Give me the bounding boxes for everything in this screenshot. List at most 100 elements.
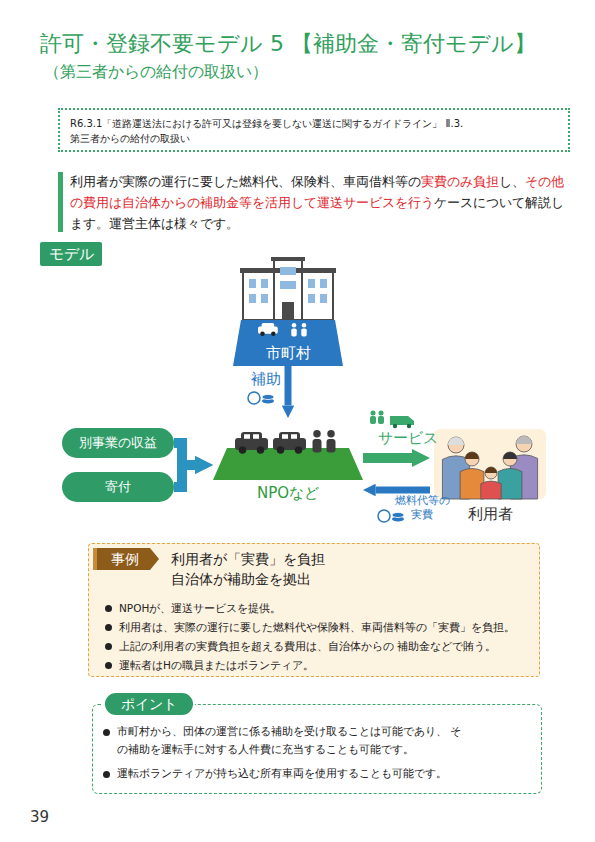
window [280, 281, 296, 289]
node-text: 利用者が「実費」を負担 [171, 549, 511, 569]
income-box: 別事業の収益 [62, 428, 174, 458]
coin-stack [392, 513, 404, 518]
car-wheel [257, 446, 265, 454]
intro-paragraph: 利用者が実際の運行に要した燃料代、保険料、車両借料等の実費のみ負担し、その他の費… [70, 171, 568, 234]
edge-label: 燃料代等の 実費 [392, 494, 452, 522]
flow-arrow [174, 443, 195, 465]
intro-text: し、 [499, 174, 525, 189]
car-cabin [279, 432, 300, 441]
family-body [498, 468, 522, 499]
window [308, 294, 315, 303]
flow-arrow [174, 465, 195, 487]
intro-text: 利用者が実際の運行に要した燃料代、保険料、車両借料等の [70, 174, 421, 189]
person-icon [291, 323, 296, 337]
bullet-dot [105, 662, 112, 669]
person-body [291, 328, 296, 336]
tab-stripe [93, 548, 97, 570]
section-tab: モデル [40, 242, 102, 266]
flow-arrow [376, 487, 430, 494]
person-body [378, 416, 384, 424]
window [249, 279, 256, 288]
bullet-dot [103, 729, 110, 736]
coin-icon [248, 392, 274, 404]
node-text: 上記の利用者の実費負担を超える費用は、自治体からの 補助金などで賄う。 [119, 638, 534, 654]
window [320, 279, 327, 288]
edge-label: 補助 [246, 369, 286, 389]
person-head [313, 430, 321, 438]
edge-label: サービス [368, 428, 448, 448]
person-icon [313, 430, 322, 453]
point-tab: ポイント [103, 691, 195, 717]
car-wheel [277, 446, 285, 454]
band-shape [233, 320, 343, 366]
example-tab: 事例 [93, 548, 159, 570]
family-body [460, 468, 484, 499]
car-wheel [271, 332, 276, 337]
car-cabin [241, 432, 262, 441]
coin-stack [262, 395, 274, 400]
node-text: モデル [40, 244, 102, 264]
family-hair [485, 467, 497, 473]
van-wheel [407, 424, 411, 428]
door [282, 302, 294, 320]
car-wheel [239, 446, 247, 454]
intro-bar [58, 172, 63, 232]
car-wheel [295, 446, 303, 454]
bullet-dot [105, 605, 112, 612]
node-text: 利用者は、実際の運行に要した燃料代や保険料、車両借料等の「実費」を負担。 [119, 619, 534, 635]
node-text: 自治体が補助金を拠出 [171, 569, 511, 589]
person-head [292, 323, 297, 328]
window [261, 294, 268, 303]
reference-box: R6.3.1「道路運送法における許可又は登録を要しない運送に関するガイドライン」… [58, 108, 570, 152]
intro-text: 実費のみ負担 [421, 174, 499, 189]
operator-band: NPOなど [213, 418, 363, 506]
family-head [516, 436, 532, 452]
car-window [282, 434, 288, 439]
coin [378, 510, 390, 522]
family-head [448, 437, 464, 453]
window [280, 267, 296, 275]
city-hall-illustration [240, 257, 336, 320]
family-head [465, 452, 479, 466]
bullet-dot [105, 643, 112, 650]
person-body [301, 328, 306, 336]
window [249, 294, 256, 303]
car-window [263, 324, 267, 327]
window [320, 294, 327, 303]
family-hair [503, 452, 517, 459]
node-text: R6.3.1「道路運送法における許可又は登録を要しない運送に関するガイドライン」… [70, 116, 550, 146]
person-head [327, 430, 335, 438]
car-window [253, 434, 259, 439]
van-body [390, 416, 414, 425]
coin-icon [378, 510, 404, 522]
person-head [379, 411, 384, 416]
person-head [302, 323, 307, 328]
person-body [313, 439, 322, 453]
node-text: ポイント [105, 695, 193, 714]
car-icon [258, 323, 278, 336]
node-text: 寄付 [62, 478, 174, 496]
flow-arrow [285, 366, 292, 405]
node-text: NPOなど [213, 483, 363, 503]
municipality-band: 市町村 [233, 320, 343, 366]
person-icon [327, 430, 336, 453]
tower-roof [271, 257, 305, 261]
family-backdrop [434, 429, 546, 499]
van-wheel [393, 424, 397, 428]
person-body [370, 416, 376, 424]
car-window [244, 434, 250, 439]
family-hair [516, 436, 532, 444]
car-wheel [260, 332, 265, 337]
node-text: 運転者はHの職員またはボランティア。 [119, 657, 534, 673]
car-icon [235, 432, 268, 454]
car-window [269, 324, 273, 327]
coin [248, 392, 260, 404]
family-hair [448, 437, 464, 445]
node-text: 運転ボランティアが持ち込む所有車両を使用することも可能です。 [117, 765, 462, 783]
bullet-dot [103, 771, 110, 778]
point-box: 市町村から、団体の運営に係る補助を受け取ることは可能であり、 その補助を運転手に… [92, 704, 542, 794]
window [261, 279, 268, 288]
donation-box: 寄付 [62, 472, 174, 502]
window [308, 279, 315, 288]
